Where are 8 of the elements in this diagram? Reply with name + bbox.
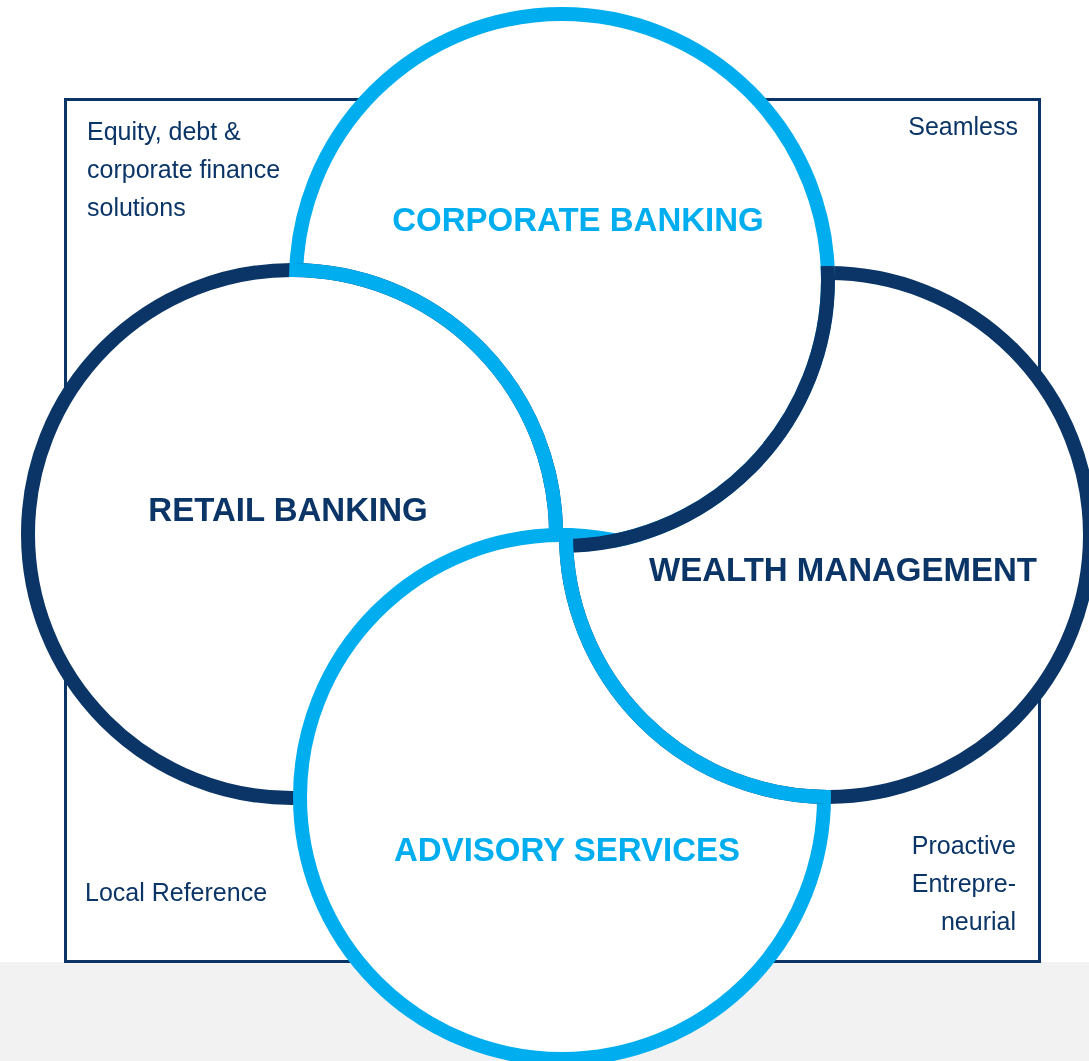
circle-title: CORPORATE BANKING — [392, 201, 764, 239]
circle-title: WEALTH MANAGEMENT — [649, 551, 1037, 589]
corner-note: Equity, debt & corporate finance solutions — [87, 116, 282, 223]
circle-title: ADVISORY SERVICES — [394, 831, 740, 869]
corner-note: Proactive Entrepre- neurial — [910, 830, 1016, 937]
corner-note: Local Reference — [85, 877, 269, 908]
circle-title: RETAIL BANKING — [148, 491, 428, 529]
corner-note: Seamless — [907, 111, 1018, 142]
